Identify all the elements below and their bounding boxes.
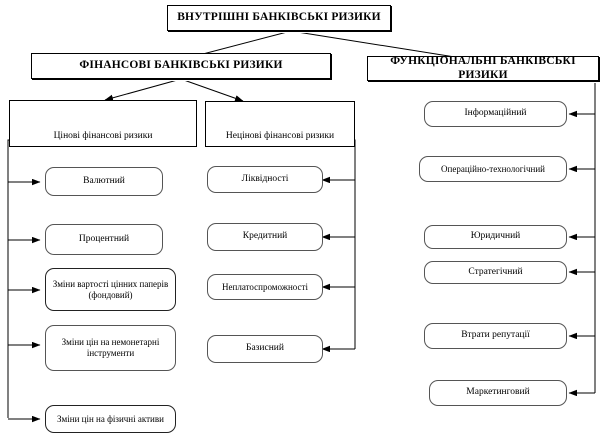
level2-node-financial[interactable]: ФІНАНСОВІ БАНКІВСЬКІ РИЗИКИ: [31, 53, 331, 79]
leaf-functional-operational-technological[interactable]: Операційно-технологічний: [419, 156, 567, 182]
leaf-price-nonmonetary-instruments[interactable]: Зміни цін на немонетарні інструменти: [45, 325, 176, 371]
leaf-nonprice-basis[interactable]: Базисний: [207, 335, 323, 363]
leaf-nonprice-credit[interactable]: Кредитний: [207, 223, 323, 251]
leaf-functional-strategic[interactable]: Стратегічний: [424, 261, 567, 284]
leaf-nonprice-insolvency[interactable]: Неплатоспроможності: [207, 274, 323, 300]
column-header-price-financial[interactable]: Цінові фінансові ризики: [9, 100, 197, 147]
leaf-label: Стратегічний: [468, 266, 523, 277]
leaf-functional-reputation-loss[interactable]: Втрати репутації: [424, 323, 567, 349]
leaf-label: Втрати репутації: [461, 330, 530, 341]
leaf-functional-marketing[interactable]: Маркетинговий: [429, 380, 567, 406]
column-header-nonprice-financial-label: Нецінові фінансові ризики: [225, 130, 335, 141]
root-node-label: ВНУТРІШНІ БАНКІВСЬКІ РИЗИКИ: [177, 11, 381, 24]
root-node-internal-bank-risks[interactable]: ВНУТРІШНІ БАНКІВСЬКІ РИЗИКИ: [167, 5, 391, 31]
leaf-functional-legal[interactable]: Юридичний: [424, 225, 567, 249]
level2-functional-label: ФУНКЦІОНАЛЬНІ БАНКІВСЬКІ РИЗИКИ: [390, 54, 576, 81]
leaf-label: Неплатоспроможності: [222, 281, 308, 292]
leaf-price-physical-assets[interactable]: Зміни цін на фізичні активи: [45, 405, 176, 433]
leaf-label: Зміни цін на немонетарні інструменти: [61, 337, 160, 358]
level2-financial-label: ФІНАНСОВІ БАНКІВСЬКІ РИЗИКИ: [79, 59, 283, 72]
leaf-label: Базисний: [246, 343, 284, 354]
column-header-price-financial-label: Цінові фінансові ризики: [53, 130, 153, 141]
leaf-functional-informational[interactable]: Інформаційний: [424, 101, 567, 127]
leaf-label: Валютний: [83, 175, 125, 186]
leaf-price-interest[interactable]: Процентний: [45, 224, 163, 255]
leaf-label: Зміни цін на фізичні активи: [57, 413, 164, 424]
leaf-label: Операційно-технологічний: [441, 163, 545, 174]
leaf-label: Ліквідності: [241, 173, 289, 184]
leaf-price-currency[interactable]: Валютний: [45, 167, 163, 196]
level2-node-functional[interactable]: ФУНКЦІОНАЛЬНІ БАНКІВСЬКІ РИЗИКИ: [367, 54, 599, 81]
leaf-label: Юридичний: [470, 231, 521, 242]
leaf-nonprice-liquidity[interactable]: Ліквідності: [207, 166, 323, 193]
leaf-label: Кредитний: [242, 231, 288, 242]
column-header-nonprice-financial[interactable]: Нецінові фінансові ризики: [205, 101, 355, 147]
leaf-label: Маркетинговий: [466, 387, 530, 398]
leaf-label: Зміни вартості цінних паперів (фондовий): [52, 278, 169, 300]
leaf-label: Процентний: [78, 233, 130, 244]
leaf-price-securities-value[interactable]: Зміни вартості цінних паперів (фондовий): [45, 268, 176, 311]
leaf-label: Інформаційний: [464, 108, 527, 119]
